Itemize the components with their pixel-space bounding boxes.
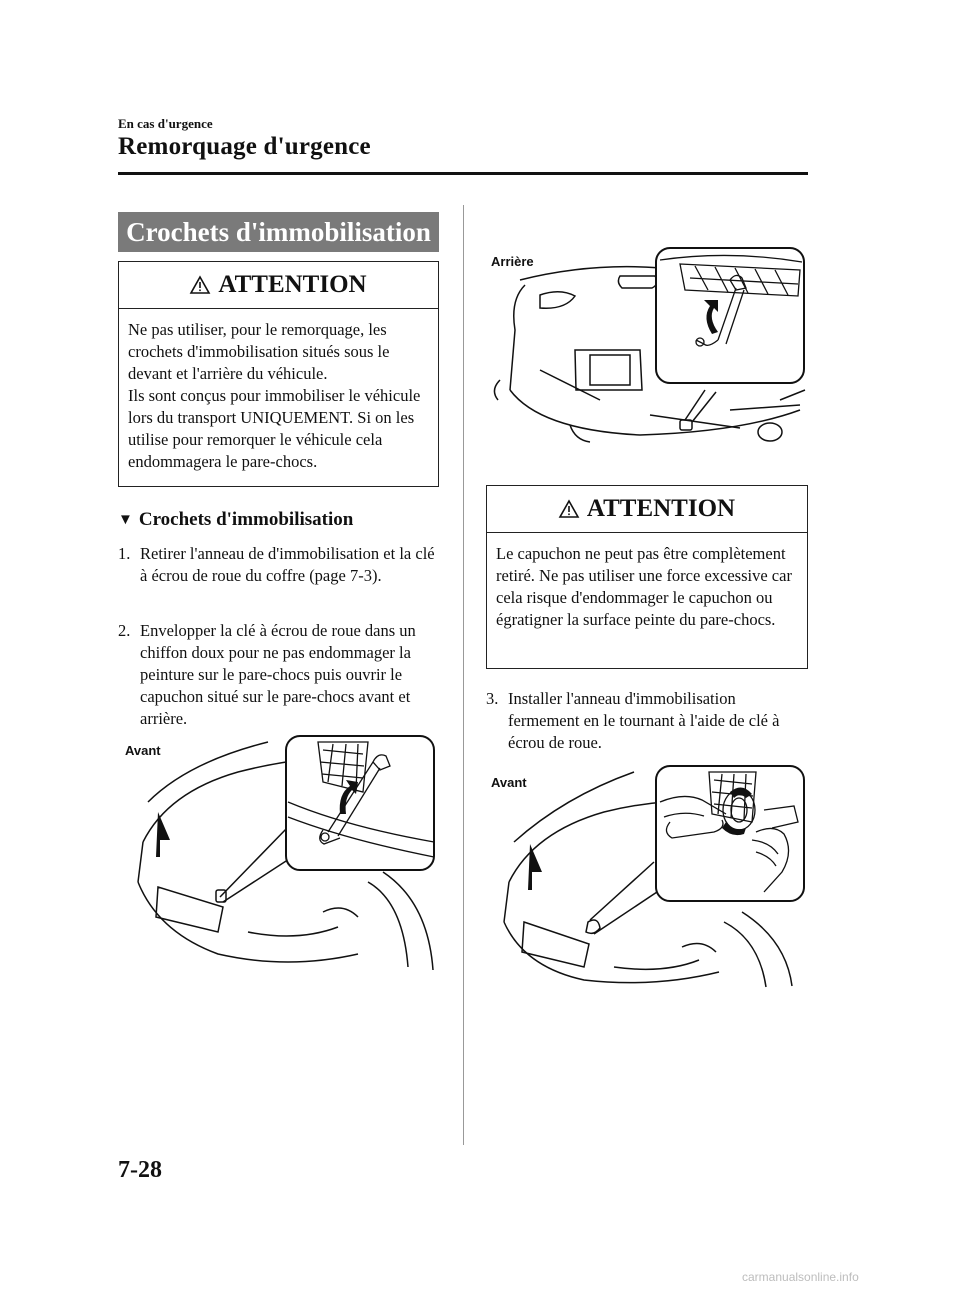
figure-label-front-2: Avant xyxy=(491,775,527,790)
step-1: 1. Retirer l'anneau de d'immobilisation … xyxy=(118,543,439,587)
warning-header: ATTENTION xyxy=(119,262,438,309)
triangle-bullet-icon: ▼ xyxy=(118,511,133,528)
warning-triangle-icon xyxy=(558,499,580,518)
subheading-text: Crochets d'immobilisation xyxy=(138,509,354,530)
section-label: En cas d'urgence xyxy=(118,116,213,131)
warning-box-1: ATTENTION Ne pas utiliser, pour le remor… xyxy=(118,261,439,487)
subheading: ▼ Crochets d'immobilisation xyxy=(118,509,353,531)
warning-text-1: Ne pas utiliser, pour le remorquage, les… xyxy=(128,320,390,383)
rear-hook-illustration xyxy=(493,247,806,443)
step-3-text: Installer l'anneau d'immobilisation ferm… xyxy=(508,689,780,752)
step-2-number: 2. xyxy=(118,621,131,640)
step-3-number: 3. xyxy=(486,689,499,708)
warning-body-2: Le capuchon ne peut pas être complètemen… xyxy=(487,533,807,640)
warning-header-2: ATTENTION xyxy=(487,486,807,533)
ring-install-illustration xyxy=(503,765,805,988)
watermark: carmanualsonline.info xyxy=(742,1270,859,1284)
header-rule xyxy=(118,172,808,175)
page-number: 7-28 xyxy=(118,1157,162,1183)
section-banner: Crochets d'immobilisation xyxy=(118,212,439,252)
step-3: 3. Installer l'anneau d'immobilisation f… xyxy=(486,688,808,754)
figure-label-rear: Arrière xyxy=(491,254,534,269)
warning-box-2: ATTENTION Le capuchon ne peut pas être c… xyxy=(486,485,808,669)
step-2-text: Envelopper la clé à écrou de roue dans u… xyxy=(140,621,416,728)
figure-label-front: Avant xyxy=(125,743,161,758)
step-1-text: Retirer l'anneau de d'immobilisation et … xyxy=(140,544,435,585)
column-divider xyxy=(463,205,464,1145)
step-1-number: 1. xyxy=(118,544,131,563)
warning-title-2: ATTENTION xyxy=(586,495,736,522)
step-2: 2. Envelopper la clé à écrou de roue dan… xyxy=(118,620,439,730)
warning-triangle-icon xyxy=(190,275,211,294)
warning-title: ATTENTION xyxy=(218,271,367,298)
page-title: Remorquage d'urgence xyxy=(118,133,371,160)
warning-text-2: Ils sont conçus pour immobiliser le véhi… xyxy=(128,386,421,471)
front-hook-illustration xyxy=(137,735,435,971)
warning-text-3: Le capuchon ne peut pas être complètemen… xyxy=(496,544,792,629)
warning-body: Ne pas utiliser, pour le remorquage, les… xyxy=(119,309,438,482)
